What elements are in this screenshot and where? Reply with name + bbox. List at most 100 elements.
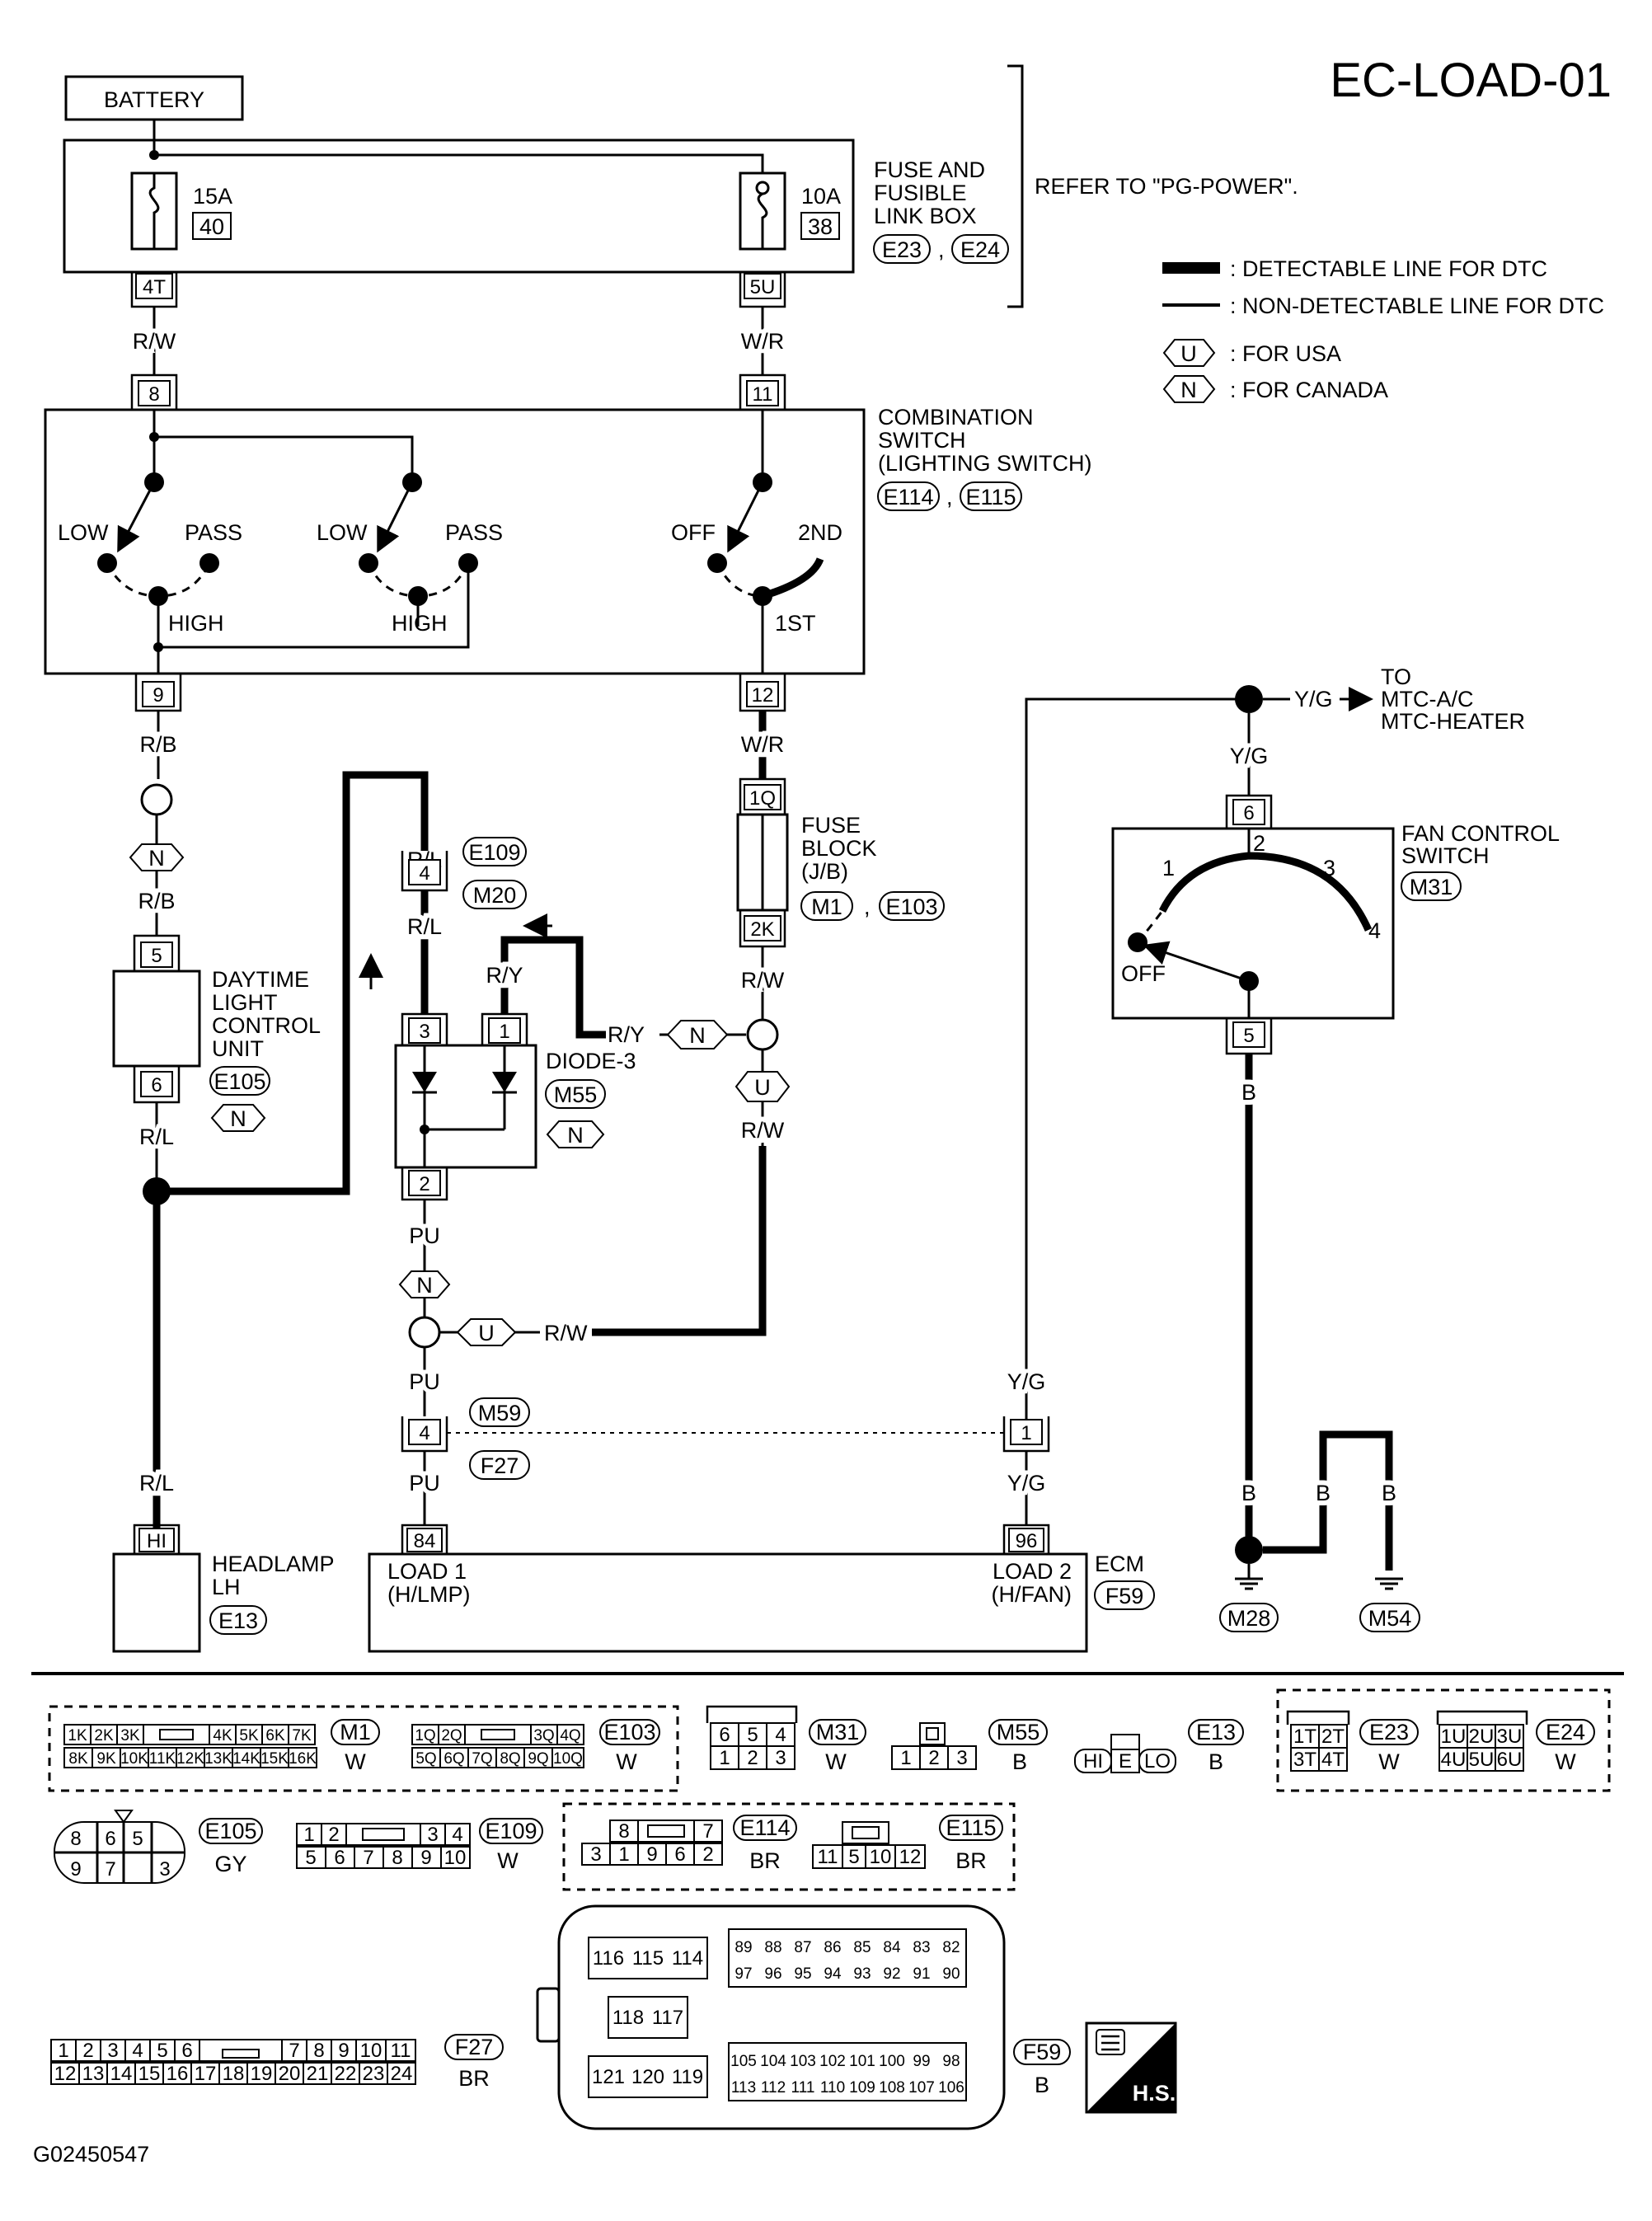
svg-text:2U: 2U: [1469, 1726, 1495, 1748]
svg-text:UNIT: UNIT: [212, 1036, 264, 1061]
svg-text:105: 105: [730, 2053, 757, 2070]
svg-text:12: 12: [752, 684, 774, 707]
svg-text:R/B: R/B: [138, 889, 175, 913]
svg-text:10: 10: [360, 2040, 382, 2062]
svg-text:BR: BR: [458, 2066, 490, 2091]
svg-text:8: 8: [313, 2040, 324, 2062]
svg-text:Y/G: Y/G: [1007, 1471, 1046, 1496]
svg-text:10A: 10A: [801, 184, 841, 209]
svg-text:R/L: R/L: [139, 1125, 174, 1149]
svg-text:OFF: OFF: [1121, 961, 1166, 986]
svg-text:120: 120: [631, 2066, 664, 2088]
svg-text:E24: E24: [960, 237, 1000, 262]
svg-text:R/L: R/L: [407, 914, 442, 939]
svg-text:11: 11: [818, 1846, 838, 1868]
svg-text:94: 94: [824, 1965, 842, 1983]
svg-text:13: 13: [82, 2063, 105, 2085]
svg-text:LIGHT: LIGHT: [212, 990, 278, 1015]
svg-text:E: E: [1119, 1750, 1132, 1773]
battery-label: BATTERY: [104, 87, 204, 112]
svg-text:5: 5: [747, 1724, 758, 1746]
ground-m28: M28: [1219, 1564, 1279, 1632]
svg-text:6: 6: [151, 1074, 162, 1096]
svg-text:84: 84: [414, 1530, 436, 1552]
svg-text:3: 3: [419, 1021, 429, 1043]
fan-control-switch: 6 1 2 3 4 OFF 5 FAN CONTROL SWITCH M31: [1111, 794, 1560, 1055]
svg-text:LINK BOX: LINK BOX: [874, 204, 977, 228]
svg-text:1ST: 1ST: [775, 611, 816, 636]
svg-text:W: W: [1555, 1749, 1576, 1774]
svg-text:101: 101: [849, 2053, 875, 2070]
svg-text:16: 16: [167, 2063, 189, 2085]
svg-text:118: 118: [612, 2007, 644, 2029]
svg-text:110: 110: [820, 2079, 845, 2097]
page-title: EC-LOAD-01: [1330, 54, 1612, 107]
connector-group-m1-e103: [48, 1705, 679, 1792]
svg-text:E13: E13: [1196, 1720, 1236, 1744]
svg-text:103: 103: [790, 2053, 816, 2070]
svg-text:5: 5: [848, 1846, 859, 1868]
connector-group-e23-e24: [1276, 1688, 1611, 1792]
svg-text:HI: HI: [1083, 1750, 1103, 1773]
svg-text:85: 85: [853, 1939, 871, 1956]
svg-text:W: W: [616, 1749, 637, 1774]
svg-text:7: 7: [289, 2040, 299, 2062]
svg-text:7Q: 7Q: [472, 1750, 492, 1768]
svg-text:15A: 15A: [193, 184, 232, 209]
connector-view-m1: 1K 2K 3K 4K 5K 6K 7K 8K 9K 10K 11K 12K 1…: [63, 1719, 380, 1774]
svg-text:3: 3: [590, 1843, 601, 1866]
svg-text:6Q: 6Q: [444, 1750, 464, 1768]
svg-text:6: 6: [334, 1847, 345, 1869]
svg-text:22: 22: [335, 2063, 357, 2085]
svg-text:E23: E23: [1369, 1720, 1409, 1744]
svg-text:12: 12: [54, 2063, 77, 2085]
connector-view-e109: 1 2 3 4 5 6 7 8 9 10 E109 W: [296, 1818, 543, 1873]
svg-text:M54: M54: [1368, 1606, 1412, 1631]
svg-text:R/Y: R/Y: [486, 963, 523, 988]
svg-text:F59: F59: [1105, 1584, 1144, 1608]
figure-id: G02450547: [33, 2142, 149, 2167]
svg-text:Y/G: Y/G: [1007, 1369, 1046, 1394]
svg-text:SWITCH: SWITCH: [878, 428, 965, 453]
connector-view-e114: 8 7 3 1 9 6 2 E114 BR: [581, 1815, 797, 1873]
svg-text:109: 109: [849, 2079, 875, 2097]
fuse-box-outline: [63, 139, 855, 274]
svg-text:B: B: [1208, 1749, 1223, 1774]
svg-text:R/B: R/B: [138, 889, 175, 913]
pin-5u: 5U: [739, 272, 786, 308]
svg-text:11: 11: [391, 2040, 411, 2062]
svg-text:3K: 3K: [120, 1727, 140, 1744]
headlamp-lh: HI HEADLAMP LH E13: [112, 1524, 335, 1653]
svg-text:121: 121: [592, 2066, 625, 2088]
svg-text:3U: 3U: [1497, 1726, 1523, 1748]
svg-text:HEADLAMP: HEADLAMP: [212, 1552, 335, 1576]
svg-text:1: 1: [303, 1824, 314, 1846]
svg-text:12: 12: [899, 1846, 922, 1868]
svg-text:5U: 5U: [750, 276, 776, 298]
svg-text:W/R: W/R: [741, 732, 784, 757]
svg-text:E109: E109: [468, 840, 520, 865]
svg-text:19: 19: [251, 2063, 273, 2085]
svg-text:1: 1: [1021, 1422, 1031, 1444]
svg-text:B: B: [1241, 1481, 1256, 1505]
svg-text:LH: LH: [212, 1575, 241, 1599]
battery-box: [64, 75, 244, 121]
svg-text:4: 4: [419, 1422, 429, 1444]
svg-text:2: 2: [747, 1747, 758, 1769]
svg-text:4T: 4T: [143, 276, 166, 298]
svg-text:R/L: R/L: [139, 1471, 174, 1496]
svg-text:9K: 9K: [96, 1750, 116, 1768]
svg-text:B: B: [1241, 1080, 1256, 1105]
svg-text:COMBINATION: COMBINATION: [878, 405, 1034, 430]
svg-text:5Q: 5Q: [415, 1750, 436, 1768]
svg-text:2: 2: [928, 1747, 939, 1769]
svg-text:10K: 10K: [120, 1750, 148, 1768]
svg-text:N: N: [567, 1123, 584, 1148]
svg-text:GY: GY: [214, 1852, 246, 1876]
svg-text:5: 5: [305, 1847, 316, 1869]
svg-text:2: 2: [702, 1843, 713, 1866]
svg-text:16K: 16K: [289, 1750, 317, 1768]
svg-text:PASS: PASS: [445, 520, 503, 545]
svg-text:6K: 6K: [265, 1727, 285, 1744]
svg-text:6: 6: [719, 1724, 730, 1746]
